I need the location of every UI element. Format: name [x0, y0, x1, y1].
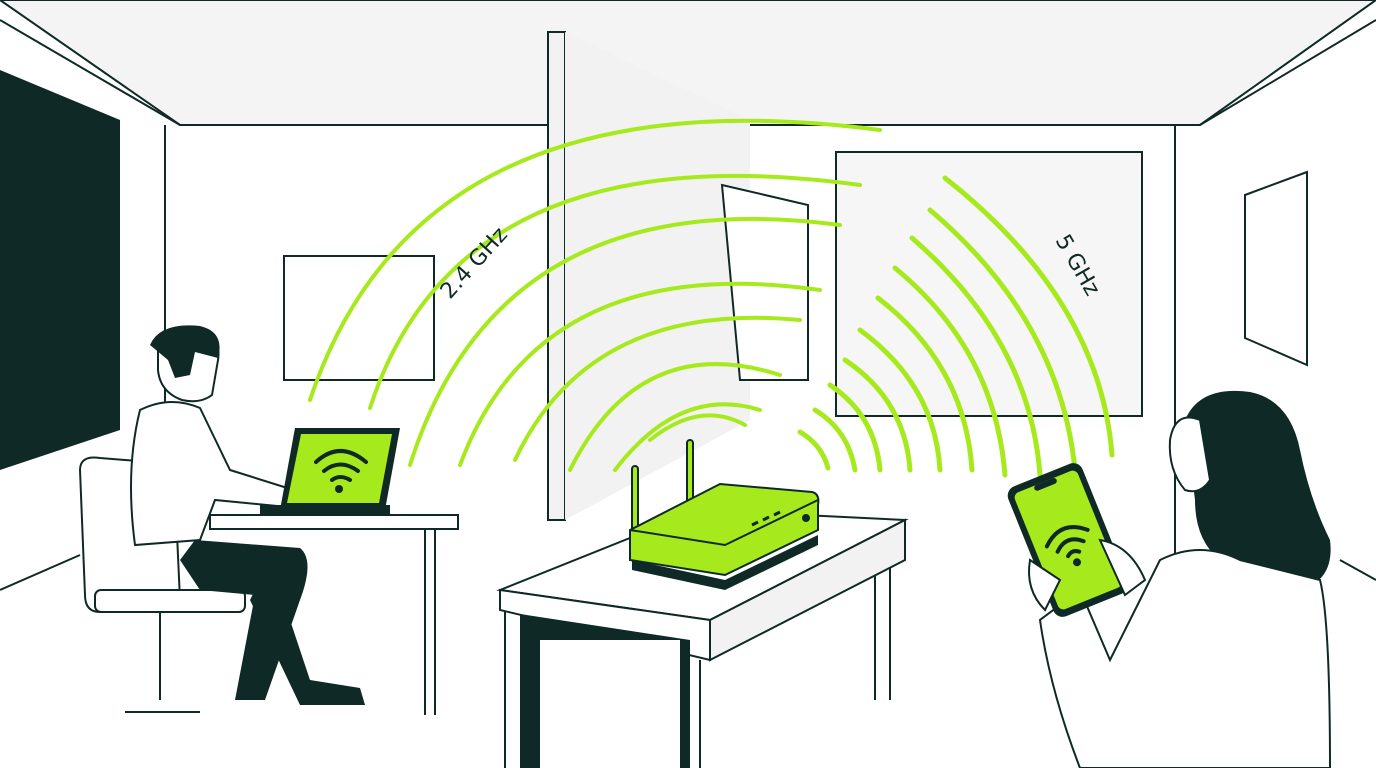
- wifi-icon: [1044, 525, 1090, 559]
- wave-2-4ghz: [308, 118, 882, 472]
- window-left: [0, 70, 120, 470]
- picture-right: [1244, 170, 1308, 367]
- center-table: [496, 508, 909, 768]
- laptop: [260, 428, 400, 515]
- router: [629, 439, 820, 590]
- woman-figure: [1038, 390, 1332, 768]
- man-figure: [130, 325, 365, 705]
- wall-frame: [283, 255, 435, 381]
- wifi-icon: [314, 449, 368, 482]
- wall-panel: [835, 151, 1143, 417]
- wave-5ghz: [797, 175, 1115, 478]
- partition-wall: [547, 31, 566, 521]
- phone: [1007, 463, 1147, 617]
- left-desk: [209, 514, 459, 715]
